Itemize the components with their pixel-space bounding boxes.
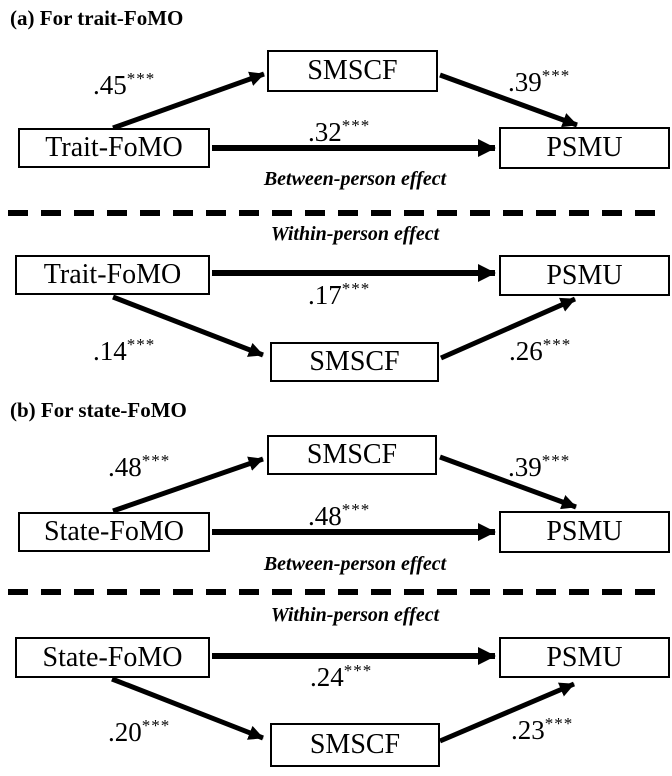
significance-stars: ***	[541, 66, 571, 85]
outcome-label: PSMU	[546, 516, 623, 547]
predictor-box-b-within: State-FoMO	[15, 637, 210, 678]
significance-stars: ***	[341, 500, 371, 519]
significance-stars: ***	[343, 661, 373, 680]
arrow-b-within-predictor-to-mediator	[111, 676, 264, 741]
mediator-box-a-within: SMSCF	[270, 342, 439, 382]
coef-b-between-direct: .48***	[308, 500, 371, 531]
coef-b-within-predictor-to-mediator: .20***	[108, 716, 171, 747]
coef-b-within-mediator-to-outcome: .23***	[511, 714, 574, 745]
outcome-box-a-within: PSMU	[499, 255, 670, 296]
outcome-label: PSMU	[546, 132, 623, 163]
outcome-label: PSMU	[546, 641, 623, 673]
panel-a-heading: (a) For trait-FoMO	[10, 6, 184, 30]
section-label-a-between: Between-person effect	[263, 168, 447, 190]
coef-b-between-mediator-to-outcome: .39***	[508, 451, 571, 482]
significance-stars: ***	[542, 335, 572, 354]
predictor-box-a-within: Trait-FoMO	[15, 255, 210, 295]
significance-stars: ***	[141, 451, 171, 470]
coef-a-within-predictor-to-mediator: .14***	[93, 335, 156, 366]
arrow-b-within-mediator-to-outcome	[439, 681, 575, 744]
predictor-label: Trait-FoMO	[45, 132, 183, 163]
predictor-label: State-FoMO	[44, 516, 184, 547]
mediator-label: SMSCF	[306, 439, 398, 470]
outcome-box-a-between: PSMU	[499, 127, 670, 169]
coef-a-between-predictor-to-mediator: .45***	[93, 69, 156, 100]
significance-stars: ***	[341, 116, 371, 135]
predictor-label: State-FoMO	[42, 641, 183, 673]
significance-stars: ***	[544, 714, 574, 733]
mediator-label: SMSCF	[309, 729, 401, 760]
coef-a-within-direct: .17***	[308, 279, 371, 310]
mediator-box-b-between: SMSCF	[267, 435, 437, 475]
arrow-a-between-predictor-to-mediator	[112, 71, 265, 131]
section-label-b-within: Within-person effect	[270, 604, 440, 626]
significance-stars: ***	[126, 335, 156, 354]
mediator-box-a-between: SMSCF	[267, 50, 438, 92]
coef-b-between-predictor-to-mediator: .48***	[108, 451, 171, 482]
coef-a-between-mediator-to-outcome: .39***	[508, 66, 571, 97]
mediator-label: SMSCF	[307, 55, 398, 86]
panel-b-heading: (b) For state-FoMO	[10, 398, 187, 422]
predictor-box-a-between: Trait-FoMO	[18, 128, 210, 168]
significance-stars: ***	[541, 451, 571, 470]
section-label-b-between: Between-person effect	[263, 553, 447, 575]
section-label-a-within: Within-person effect	[270, 223, 440, 245]
coef-b-within-direct: .24***	[310, 661, 373, 692]
outcome-label: PSMU	[546, 259, 623, 291]
predictor-label: Trait-FoMO	[43, 259, 182, 290]
arrow-a-within-mediator-to-outcome	[439, 296, 577, 361]
significance-stars: ***	[126, 69, 156, 88]
arrow-b-between-mediator-to-outcome	[439, 454, 577, 510]
predictor-box-b-between: State-FoMO	[18, 512, 210, 552]
mediator-label: SMSCF	[309, 346, 400, 377]
arrow-a-within-predictor-to-mediator	[112, 294, 264, 358]
significance-stars: ***	[341, 279, 371, 298]
outcome-box-b-between: PSMU	[499, 511, 670, 553]
outcome-box-b-within: PSMU	[499, 637, 670, 678]
mediator-box-b-within: SMSCF	[270, 723, 440, 767]
significance-stars: ***	[141, 716, 171, 735]
arrow-a-between-mediator-to-outcome	[439, 72, 578, 128]
arrow-b-between-predictor-to-mediator	[112, 456, 264, 514]
coef-a-within-mediator-to-outcome: .26***	[509, 335, 572, 366]
coef-a-between-direct: .32***	[308, 116, 371, 147]
